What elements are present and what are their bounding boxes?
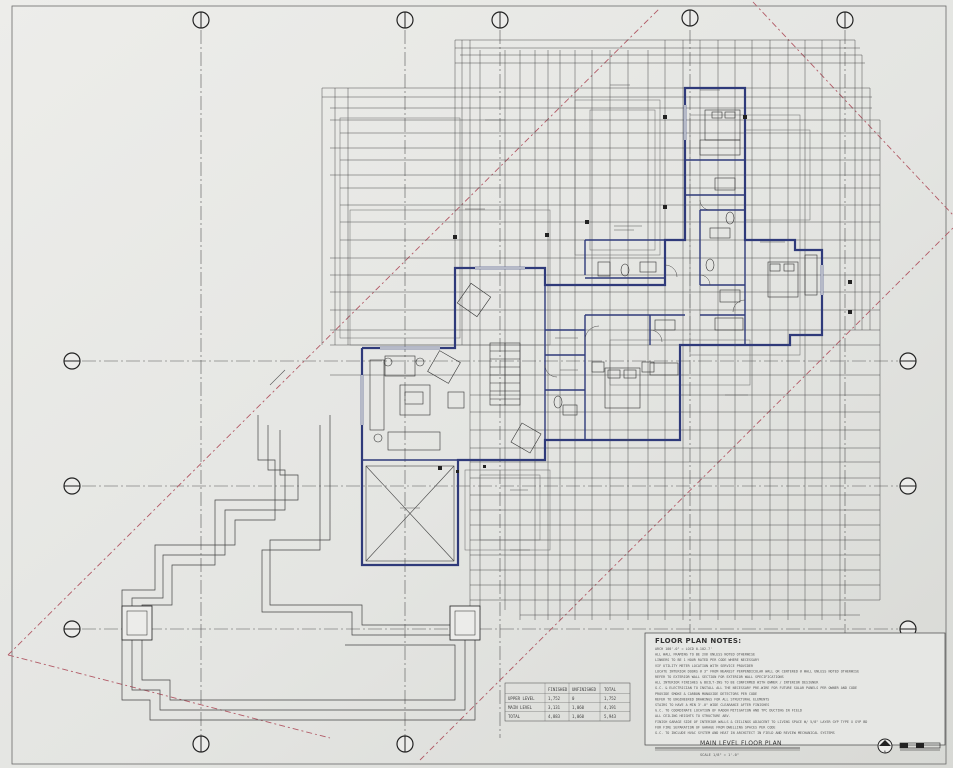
note-line: G.C. TO INCLUDE HVAC SYSTEM AND HEAT IN … <box>655 731 835 735</box>
wall-opening-lines <box>360 105 824 425</box>
notes-title: FLOOR PLAN NOTES: <box>655 637 741 645</box>
bath-fixtures <box>553 177 741 416</box>
deck-post-hatch <box>126 610 476 636</box>
columns <box>438 115 852 473</box>
note-line: VIF UTILITY METER LOCATION WITH SERVICE … <box>655 664 754 668</box>
stair <box>489 342 521 406</box>
area-table-cell: 4,883 <box>548 714 561 719</box>
area-table-cell: 3,131 <box>548 705 561 710</box>
note-line: LOCATE INTERIOR DOORS @ 3" FROM NEAREST … <box>655 669 859 673</box>
note-line: STAIRS TO HAVE A MIN 3'-0" WIDE CLEARANC… <box>655 703 769 707</box>
living-furniture <box>369 282 542 454</box>
room-label-marks <box>269 84 785 551</box>
note-line: LINKERS TO BE 1 HOUR RATED PER CODE WHER… <box>655 658 759 662</box>
area-table-cell: 0 <box>572 696 575 701</box>
note-line: ARCH 100'-0" = LOCD 0-102.7' <box>655 647 712 651</box>
note-line: G.C. TO COORDINATE LOCATION OF RADON MIT… <box>655 709 802 713</box>
scale-bar <box>899 742 941 751</box>
plan-title: MAIN LEVEL FLOOR PLAN <box>700 740 782 747</box>
door-swings <box>544 199 746 378</box>
wall-openings <box>360 105 824 425</box>
bedroom-furniture <box>699 109 818 331</box>
area-table-header: FINISHED <box>548 687 568 692</box>
north-arrow-icon: N <box>877 738 893 754</box>
notes-lines: ARCH 100'-0" = LOCD 0-102.7' ALL WALL FRA… <box>655 647 867 735</box>
note-line: REFER TO ENGINEERED DRAWINGS FOR ALL STR… <box>655 697 769 701</box>
note-line: FOR FIRE SEPARATION OF GARAGE FROM DWELL… <box>655 725 775 729</box>
scale-label: SCALE 1/8" = 1'-0" <box>700 753 739 757</box>
note-line: ALL CEILING HEIGHTS TO STRUCTURE ABV. <box>655 714 731 718</box>
notes-border <box>644 632 946 746</box>
area-table-header: TOTAL <box>604 687 617 692</box>
area-table-cell: 1,060 <box>572 705 585 710</box>
area-table-cell: 4,191 <box>604 705 617 710</box>
master-bedroom <box>591 361 679 409</box>
area-table-cell: TOTAL <box>508 714 521 719</box>
area-table-cell: 1,752 <box>548 696 561 701</box>
note-line: G.C. & ELECTRICIAN TO INSTALL ALL THE NE… <box>655 686 857 690</box>
note-line: ALL INTERIOR FINISHES & BUILT-INS TO BE … <box>655 681 819 685</box>
area-table-cells: FINISHED UNFINISHED TOTAL UPPER LEVEL 1,752 0… <box>505 683 630 721</box>
note-line: ALL WALL FRAMING TO BE 2X6 UNLESS NOTED … <box>655 653 755 657</box>
north-arrow-label: N <box>884 750 886 754</box>
property-line <box>7 1 953 761</box>
area-table-border <box>504 682 631 722</box>
area-table-cell: 5,943 <box>604 714 617 719</box>
note-line: PROVIDE SMOKE & CARBON MONOXIDE DETECTOR… <box>655 692 757 696</box>
note-line: REFER TO EXTERIOR WALL SECTION FOR EXTER… <box>655 675 784 679</box>
area-table-header: UNFINISHED <box>572 687 597 692</box>
notes-panel: FLOOR PLAN NOTES: ARCH 100'-0" = LOCD 0-… <box>644 632 946 746</box>
title-block: MAIN LEVEL FLOOR PLAN SCALE 1/8" = 1'-0"… <box>655 738 941 757</box>
area-table-cell: 1,060 <box>572 714 585 719</box>
note-line: FINISH GARAGE SIDE OF INTERIOR WALLS & C… <box>655 720 867 724</box>
area-table-cell: MAIN LEVEL <box>508 705 533 710</box>
area-table: FINISHED UNFINISHED TOTAL UPPER LEVEL 1,752 0… <box>504 682 631 722</box>
interior-walls <box>362 159 746 461</box>
area-table-cell: 1,752 <box>604 696 617 701</box>
grid-bubble-ticks <box>64 10 916 752</box>
sheet-border <box>11 5 947 765</box>
area-table-cell: UPPER LEVEL <box>508 696 535 701</box>
deck-outline <box>121 415 476 721</box>
open-to-below <box>365 465 455 562</box>
